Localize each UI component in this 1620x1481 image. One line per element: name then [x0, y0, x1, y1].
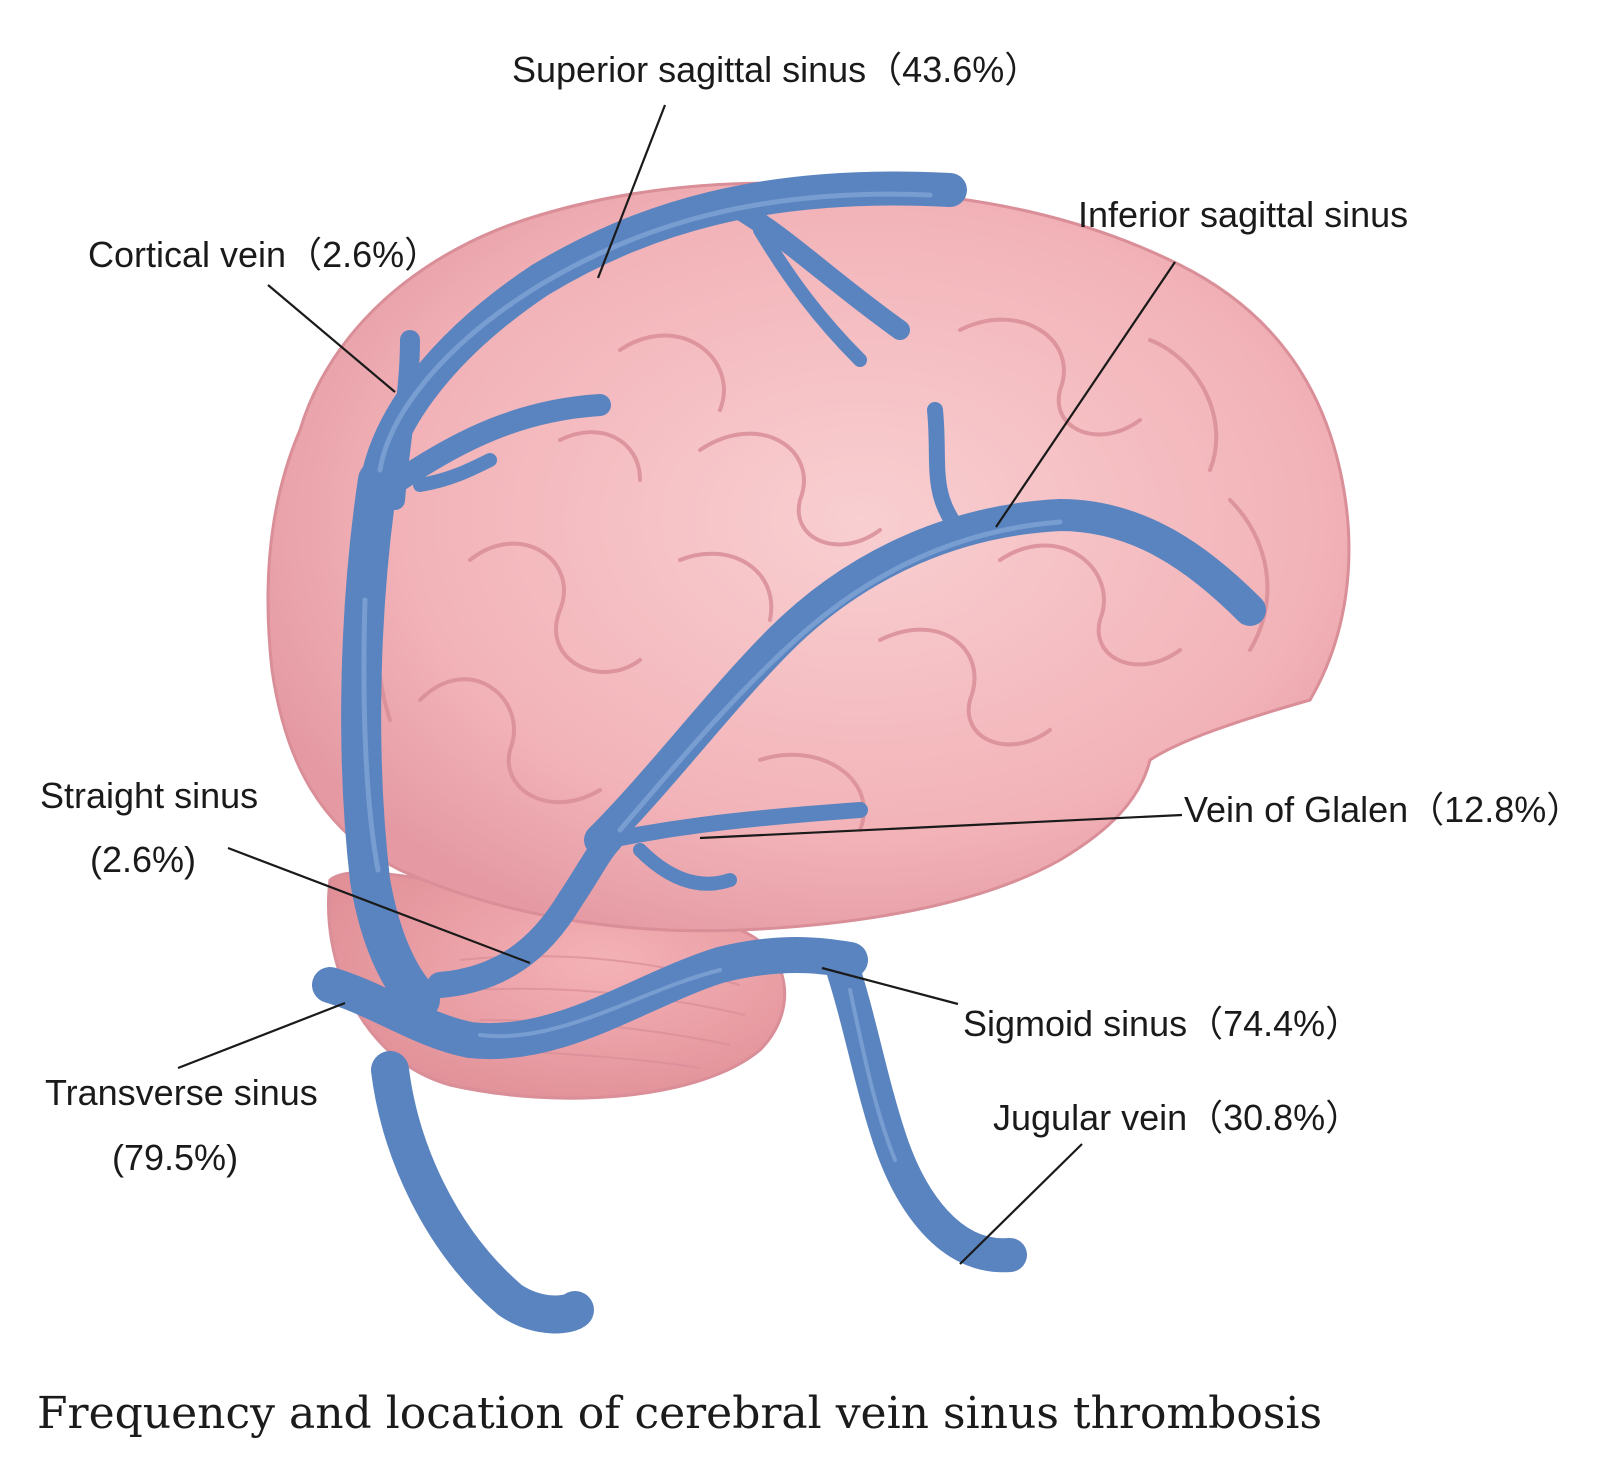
leader-cortical-vein [267, 284, 396, 393]
venous-system [312, 171, 1266, 1334]
figure-caption: Frequency and location of cerebral vein … [37, 1388, 1323, 1439]
leader-transverse-sinus [177, 1001, 346, 1070]
descending-vessel [371, 1051, 594, 1334]
label-straight-sinus-name: Straight sinus [40, 775, 259, 816]
inferior-sagittal-branch-vessel [927, 402, 963, 533]
inferior-sagittal-sinus-vessel [584, 499, 1266, 856]
label-straight-sinus-pct: (2.6%) [90, 839, 197, 880]
sagittal-branch-vessel-2 [753, 223, 867, 367]
vein-of-galen-vessel [602, 802, 868, 848]
cortical-branch-vessel [389, 394, 611, 491]
vein-of-galen-branch-vessel [633, 843, 737, 891]
label-transverse-sinus-name: Transverse sinus [45, 1072, 318, 1113]
leader-lines [177, 104, 1183, 1265]
leader-superior-sagittal [596, 104, 667, 279]
straight-sinus-vessel [427, 827, 623, 998]
leader-sigmoid-sinus [821, 966, 959, 1006]
label-vein-of-galen: Vein of Glalen（12.8%） [1184, 789, 1583, 830]
label-jugular-vein: Jugular vein（30.8%） [993, 1097, 1362, 1138]
leader-vein-of-galen [699, 813, 1183, 840]
posterior-vertical-sinus-vessel [341, 460, 440, 1020]
sagittal-branch-vessel [730, 200, 910, 340]
cortical-branch-vessel-2 [413, 453, 497, 492]
label-superior-sagittal-sinus: Superior sagittal sinus（43.6%） [512, 49, 1041, 90]
leader-inferior-sagittal [995, 261, 1176, 528]
label-transverse-sinus-pct: (79.5%) [112, 1137, 239, 1178]
label-sigmoid-sinus: Sigmoid sinus（74.4%） [963, 1003, 1362, 1044]
leader-straight-sinus [227, 846, 531, 965]
label-inferior-sagittal-sinus: Inferior sagittal sinus [1078, 194, 1409, 235]
label-cortical-vein: Cortical vein（2.6%） [88, 234, 441, 275]
leader-jugular-vein [959, 1143, 1083, 1265]
